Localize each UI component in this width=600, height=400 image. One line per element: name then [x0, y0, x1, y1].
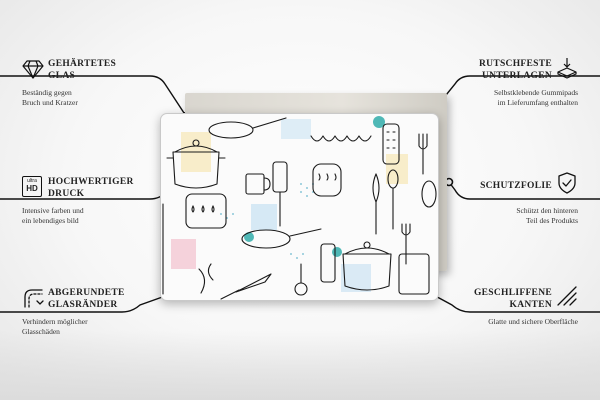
rounded-corner-icon [24, 289, 44, 308]
ultra-hd-icon-main: HD [26, 184, 38, 193]
feature-title-line1: GESCHLIFFENE [473, 288, 552, 298]
feature-desc-line1: Schützt den hinteren [516, 206, 578, 215]
diamond-icon [22, 60, 44, 79]
feature-desc-line2: im Lieferumfang enthalten [497, 98, 578, 107]
anti-slip-pad-icon [557, 58, 577, 79]
feature-desc-line2: Teil des Produkts [526, 216, 578, 225]
ultra-hd-icon-top: ultra [27, 178, 37, 184]
feature-title-line1: RUTSCHFESTE [479, 59, 552, 69]
feature-title-line2: GLASRÄNDER [48, 300, 118, 310]
glass-cutting-board [160, 113, 439, 301]
kitchen-utensils-pattern [162, 116, 437, 300]
feature-desc-line1: Glatte und sichere Oberfläche [488, 317, 578, 326]
floor-shadow [0, 330, 600, 400]
feature-desc-line2: Bruch und Kratzer [22, 98, 78, 107]
polished-edge-icon [557, 286, 577, 306]
feature-title-line1: GEHÄRTETES [48, 59, 117, 69]
feature-desc-line1: Verhindern möglicher [22, 317, 88, 326]
feature-title-line1: ABGERUNDETE [48, 288, 125, 298]
feature-title-line1: SCHUTZFOLIE [480, 181, 552, 191]
feature-title-line1: HOCHWERTIGER [48, 177, 134, 187]
shield-check-icon [558, 172, 576, 194]
feature-title-line2: GLAS [48, 71, 76, 81]
feature-desc-line2: ein lebendiges bild [22, 216, 79, 225]
feature-desc-line1: Intensive farben und [22, 206, 84, 215]
ultra-hd-icon: ultra HD [22, 176, 42, 197]
feature-desc-line1: Selbstklebende Gummipads [494, 88, 578, 97]
feature-title-line2: KANTEN [509, 300, 552, 310]
feature-desc-line2: Glasschäden [22, 327, 60, 336]
feature-title-line2: UNTERLAGEN [481, 71, 552, 81]
feature-title-line2: DRUCK [48, 189, 85, 199]
feature-desc-line1: Beständig gegen [22, 88, 72, 97]
